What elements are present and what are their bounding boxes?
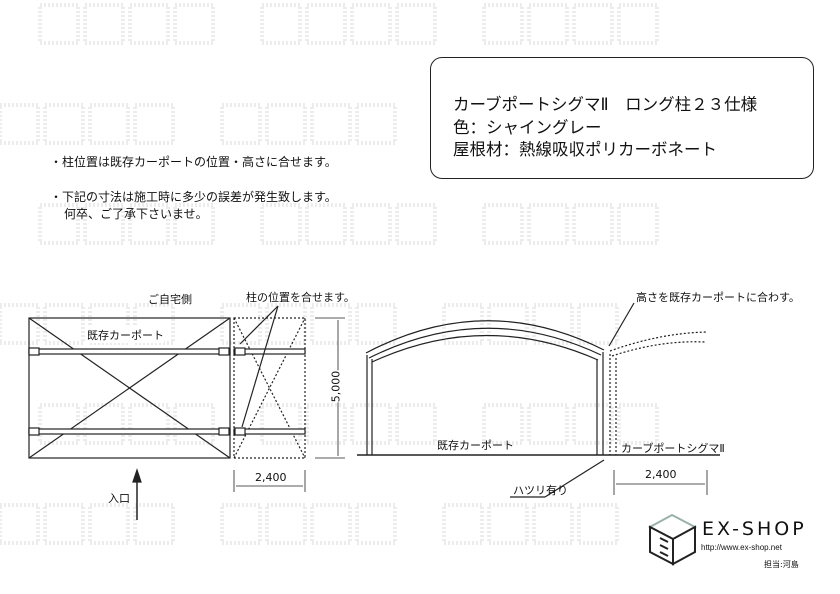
watermark-mark — [0, 103, 175, 145]
watermark-mark — [220, 503, 397, 545]
existing-plan-label: 既存カーポート — [87, 327, 164, 343]
watermark-mark — [38, 203, 215, 245]
spec-color: 色：シャイングレー — [453, 118, 602, 137]
watermark-mark — [260, 403, 437, 445]
spec-roof: 屋根材：熱線吸収ポリカーボネート — [453, 140, 717, 159]
ex-shop-logo-icon — [647, 513, 698, 566]
brand-name: EX-SHOP — [702, 518, 807, 540]
new-carport-elevation — [609, 331, 708, 455]
watermark-mark — [260, 3, 437, 45]
note-post-position: ・柱位置は既存カーポートの位置・高さに合せます。 — [50, 155, 337, 169]
entrance-label: 入口 — [108, 492, 130, 505]
watermark-mark — [482, 3, 659, 45]
watermark-mark — [442, 503, 619, 545]
watermark-mark — [38, 403, 215, 445]
new-carport-label: カーブポートシグマⅡ — [621, 442, 725, 455]
brand-url[interactable]: http://www.ex-shop.net — [701, 543, 782, 552]
plan-width-dimension: 2,400 — [255, 471, 287, 484]
watermark-mark — [220, 303, 397, 345]
depth-dimension: 5,000 — [329, 370, 343, 403]
spec-box: カーブポートシグマⅡ ロング柱２３仕様 色：シャイングレー 屋根材：熱線吸収ポリ… — [430, 57, 814, 179]
watermark-mark — [482, 403, 659, 445]
house-side-label: ご自宅側 — [148, 293, 192, 306]
chipping-label: ハツリ有り — [513, 484, 568, 497]
staff-label: 担当:河島 — [764, 560, 799, 569]
watermark-mark — [442, 303, 619, 345]
new-carport-plan — [233, 317, 306, 459]
elevation-width-dimension: 2,400 — [645, 468, 677, 481]
align-posts-label: 柱の位置を合せます。 — [246, 291, 355, 304]
match-height-label: 高さを既存カーポートに合わす。 — [636, 291, 800, 304]
existing-carport-plan — [28, 317, 231, 459]
watermark-mark — [260, 203, 437, 245]
watermark-mark — [38, 3, 215, 45]
spec-product: カーブポートシグマⅡ ロング柱２３仕様 — [453, 95, 758, 114]
watermark-mark — [220, 103, 397, 145]
note-tolerance: ・下記の寸法は施工時に多少の誤差が発生致します。 — [50, 190, 337, 204]
existing-elevation-label: 既存カーポート — [437, 439, 514, 452]
note-apology: 何卒、ご了承下さいませ。 — [64, 207, 208, 221]
watermark-mark — [482, 203, 659, 245]
watermark-mark — [0, 503, 175, 545]
